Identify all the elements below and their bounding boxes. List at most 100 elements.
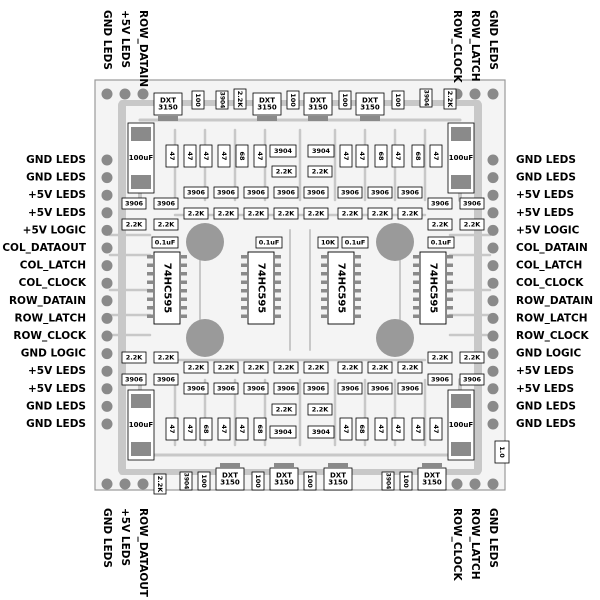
transistor-3906-label: 3906 xyxy=(125,376,144,384)
resistor-bank-label: 68 xyxy=(256,424,264,434)
resistor-bank-label: 47 xyxy=(432,151,440,160)
resistor-1r xyxy=(494,440,510,464)
resistor-2k2 xyxy=(337,361,363,374)
smd-pad xyxy=(451,175,471,189)
transistor-3906 xyxy=(243,382,269,395)
cap-0-1uf xyxy=(341,236,369,249)
header-pad xyxy=(487,189,499,201)
transistor-3906-label: 3906 xyxy=(217,189,236,197)
mounting-hole xyxy=(376,223,414,261)
resistor-bank-label: 47 xyxy=(377,424,385,433)
transistor-3906-label: 3906 xyxy=(431,200,450,208)
smd-pad xyxy=(275,297,281,301)
smd-pad xyxy=(241,255,247,259)
smd-pad xyxy=(131,442,151,456)
smd-pad xyxy=(241,289,247,293)
transistor-3906-label: 3906 xyxy=(371,385,390,393)
smd-pad xyxy=(355,263,361,267)
transistor-3906-label: 3906 xyxy=(463,376,482,384)
resistor-2k2 xyxy=(427,218,453,231)
header-pad xyxy=(101,400,113,412)
transistor-3906-label: 3906 xyxy=(187,189,206,197)
top-pin-label: +5V LEDS xyxy=(119,10,131,68)
smd-pad xyxy=(147,272,153,276)
transistor-3906-label: 3906 xyxy=(125,200,144,208)
top-pin-label: GND LEDS xyxy=(101,10,113,70)
header-pad xyxy=(101,260,113,272)
smd-pad xyxy=(355,280,361,284)
smd-pad xyxy=(147,306,153,310)
resistor-2k2-label: 2.2K xyxy=(372,210,390,218)
resistor-2k2-label: 2.2K xyxy=(402,364,420,372)
smd-pad xyxy=(360,116,380,121)
smd-pad xyxy=(422,463,442,468)
right-pin-label: GND LOGIC xyxy=(516,348,582,360)
transistor-3906-label: 3906 xyxy=(277,189,296,197)
header-pad xyxy=(137,478,149,490)
smd-pad xyxy=(275,306,281,310)
smd-pad xyxy=(451,442,471,456)
resistor-bank xyxy=(199,417,213,441)
resistor-bank-label: 68 xyxy=(238,151,246,161)
resistor-100-label: 100 xyxy=(200,474,208,488)
header-pad xyxy=(101,383,113,395)
smd-pad xyxy=(447,272,453,276)
bottom-pin-label: ROW_LATCH xyxy=(469,508,481,580)
resistor-bank xyxy=(183,144,197,168)
left-pin-label: +5V LEDS xyxy=(28,189,86,201)
resistor-bank-label: 68 xyxy=(202,424,210,434)
resistor-100-label: 100 xyxy=(289,93,297,107)
smd-pad xyxy=(413,314,419,318)
right-pin-label: +5V LEDS xyxy=(516,365,574,377)
smd-pad xyxy=(241,306,247,310)
transistor-3906 xyxy=(337,382,363,395)
resistor-2k2-label: 2.2K xyxy=(464,354,482,362)
resistor-2k2-label: 2.2K xyxy=(312,168,330,176)
smd-pad xyxy=(181,306,187,310)
resistor-bank-label: 68 xyxy=(414,151,422,161)
header-pad xyxy=(487,383,499,395)
resistor-2k2-label: 2.2K xyxy=(276,406,294,414)
transistor-3906 xyxy=(273,186,299,199)
transistor-3906 xyxy=(397,382,423,395)
transistor-3904 xyxy=(215,90,229,110)
transistor-3906-label: 3906 xyxy=(307,385,326,393)
transistor-3906-label: 3906 xyxy=(431,376,450,384)
resistor-100 xyxy=(338,90,352,110)
header-pad xyxy=(487,172,499,184)
resistor-100-label: 100 xyxy=(341,93,349,107)
smd-pad xyxy=(447,297,453,301)
bottom-pin-label: ROW_DATAOUT xyxy=(137,508,149,598)
transistor-3906 xyxy=(397,186,423,199)
resistor-bank xyxy=(355,144,369,168)
resistor-bank xyxy=(374,144,388,168)
header-pad xyxy=(101,172,113,184)
transistor-3904-label: 3904 xyxy=(274,428,293,436)
resistor-2k2 xyxy=(183,207,209,220)
ic-label: 74HC595 xyxy=(256,263,267,314)
resistor-100 xyxy=(197,471,211,491)
resistor-bank-label: 47 xyxy=(202,151,210,160)
resistor-bank xyxy=(391,417,405,441)
resistor-bank-label: 47 xyxy=(432,424,440,433)
smd-pad xyxy=(413,280,419,284)
left-pin-label: ROW_CLOCK xyxy=(13,330,86,342)
header-pad xyxy=(487,312,499,324)
resistor-bank xyxy=(253,417,267,441)
transistor-3906 xyxy=(243,186,269,199)
smd-pad xyxy=(321,255,327,259)
resistor-2k2 xyxy=(367,361,393,374)
smd-pad xyxy=(321,272,327,276)
resistor-2k2 xyxy=(303,361,329,374)
header-pad xyxy=(487,224,499,236)
transistor-3904 xyxy=(269,144,297,158)
smd-pad xyxy=(413,289,419,293)
smd-pad xyxy=(181,255,187,259)
left-pin-label: COL_LATCH xyxy=(20,260,86,272)
resistor-100-label: 100 xyxy=(254,474,262,488)
resistor-bank-label: 47 xyxy=(414,424,422,433)
smd-pad xyxy=(413,306,419,310)
header-pad xyxy=(101,365,113,377)
resistor-2k2 xyxy=(303,207,329,220)
